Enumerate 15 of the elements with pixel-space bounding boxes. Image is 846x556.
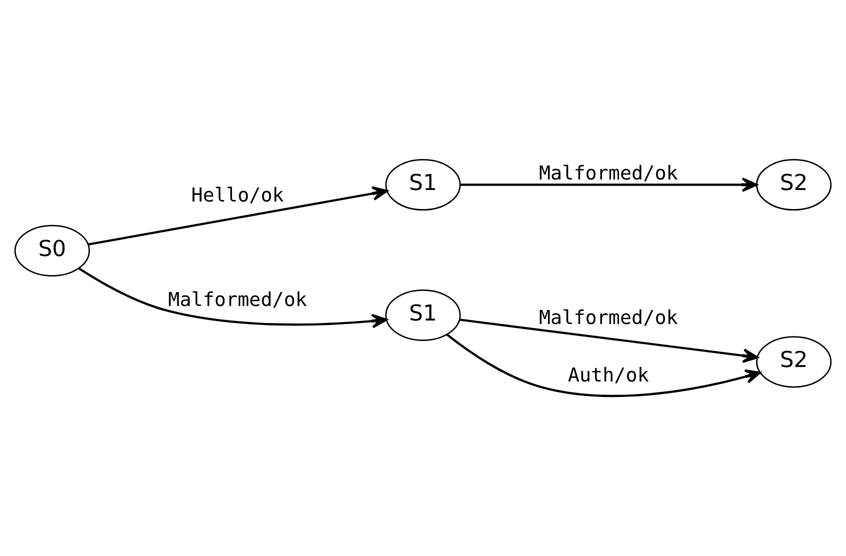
arrow <box>446 334 761 398</box>
edge-label: Malformed/ok <box>538 162 678 185</box>
edge-label: Malformed/ok <box>168 288 308 311</box>
node-ellipse: S1 <box>385 289 461 341</box>
arrow <box>460 318 758 363</box>
arrow <box>460 177 758 192</box>
edge-label: Auth/ok <box>568 363 649 386</box>
edge-label: Malformed/ok <box>538 306 678 329</box>
node-ellipse: S0 <box>14 224 90 276</box>
node-ellipse: S2 <box>756 336 832 388</box>
arrow <box>88 186 388 246</box>
node-ellipse: S2 <box>756 158 832 211</box>
edge-label: Hello/ok <box>191 184 284 207</box>
arrow <box>78 268 388 328</box>
node-ellipse: S1 <box>385 158 461 211</box>
